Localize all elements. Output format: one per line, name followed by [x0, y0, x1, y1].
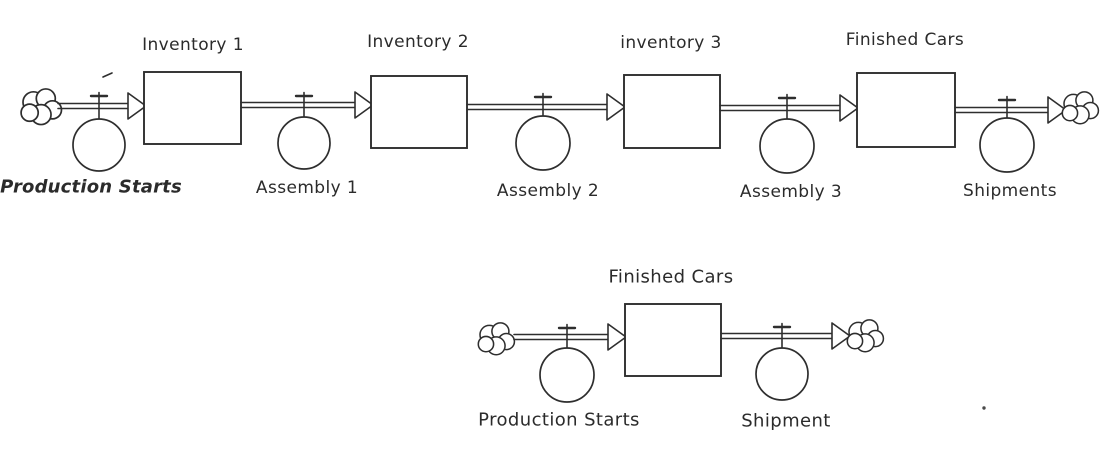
- sink-cloud-icon: [1061, 91, 1100, 125]
- valve-production-starts-icon: [539, 323, 595, 403]
- flow-label-production-starts: Production Starts: [478, 409, 640, 431]
- flow-arrowhead-icon: [1047, 96, 1067, 124]
- flow-label-production-starts: Production Starts: [0, 176, 182, 198]
- diagram-bottom: [477, 303, 885, 403]
- valve-circle: [979, 117, 1035, 173]
- valve-assembly-2-icon: [515, 92, 571, 171]
- valve-assembly-3-icon: [759, 93, 815, 174]
- valve-circle: [72, 118, 126, 172]
- stock-inventory-1: [143, 71, 242, 145]
- stock-label-inventory-2: Inventory 2: [367, 32, 469, 52]
- flow-pipe-production-starts: [513, 333, 609, 341]
- stock-label-inventory-1: Inventory 1: [142, 35, 244, 55]
- flow-label-shipments: Shipments: [963, 181, 1057, 201]
- valve-shipment-icon: [755, 322, 809, 401]
- stock-label-inventory-3: inventory 3: [620, 33, 722, 53]
- diagram-top: [20, 71, 1100, 174]
- stock-finished-cars: [624, 303, 722, 377]
- flow-label-assembly-1: Assembly 1: [255, 178, 359, 198]
- flow-arrowhead-icon: [606, 93, 626, 121]
- scan-artifact-dot: [982, 406, 986, 410]
- flow-arrowhead-icon: [127, 92, 147, 120]
- flow-pipe-shipments: [954, 106, 1049, 114]
- valve-circle: [759, 118, 815, 174]
- flow-arrowhead-icon: [831, 322, 851, 350]
- flow-arrowhead-icon: [354, 91, 374, 119]
- flow-label-assembly-3: Assembly 3: [739, 182, 843, 202]
- stock-label-finished-cars: Finished Cars: [845, 30, 965, 50]
- flow-label-assembly-2: Assembly 2: [496, 181, 600, 201]
- flow-pipe-assembly-2: [466, 103, 608, 111]
- valve-circle: [277, 116, 331, 170]
- valve-circle: [539, 347, 595, 403]
- sink-cloud-icon: [846, 319, 885, 353]
- stock-inventory-2: [370, 75, 468, 149]
- stock-finished-cars: [856, 72, 956, 148]
- flow-arrowhead-icon: [839, 94, 859, 122]
- flow-pipe-assembly-3: [719, 104, 841, 112]
- flow-label-shipment: Shipment: [741, 410, 831, 432]
- flow-pipe-assembly-1: [240, 101, 356, 109]
- valve-shipments-icon: [979, 95, 1035, 173]
- stock-label-finished-cars: Finished Cars: [608, 266, 734, 288]
- valve-circle: [755, 347, 809, 401]
- scan-artifact-dash: [102, 72, 113, 78]
- source-cloud-icon: [477, 322, 516, 356]
- flow-pipe-production-starts: [57, 102, 129, 110]
- stock-inventory-3: [623, 74, 721, 149]
- valve-assembly-1-icon: [277, 91, 331, 170]
- valve-circle: [515, 115, 571, 171]
- source-cloud-icon: [20, 88, 63, 126]
- flow-arrowhead-icon: [607, 323, 627, 351]
- flow-pipe-shipment: [720, 332, 833, 340]
- valve-production-starts-icon: [72, 91, 126, 172]
